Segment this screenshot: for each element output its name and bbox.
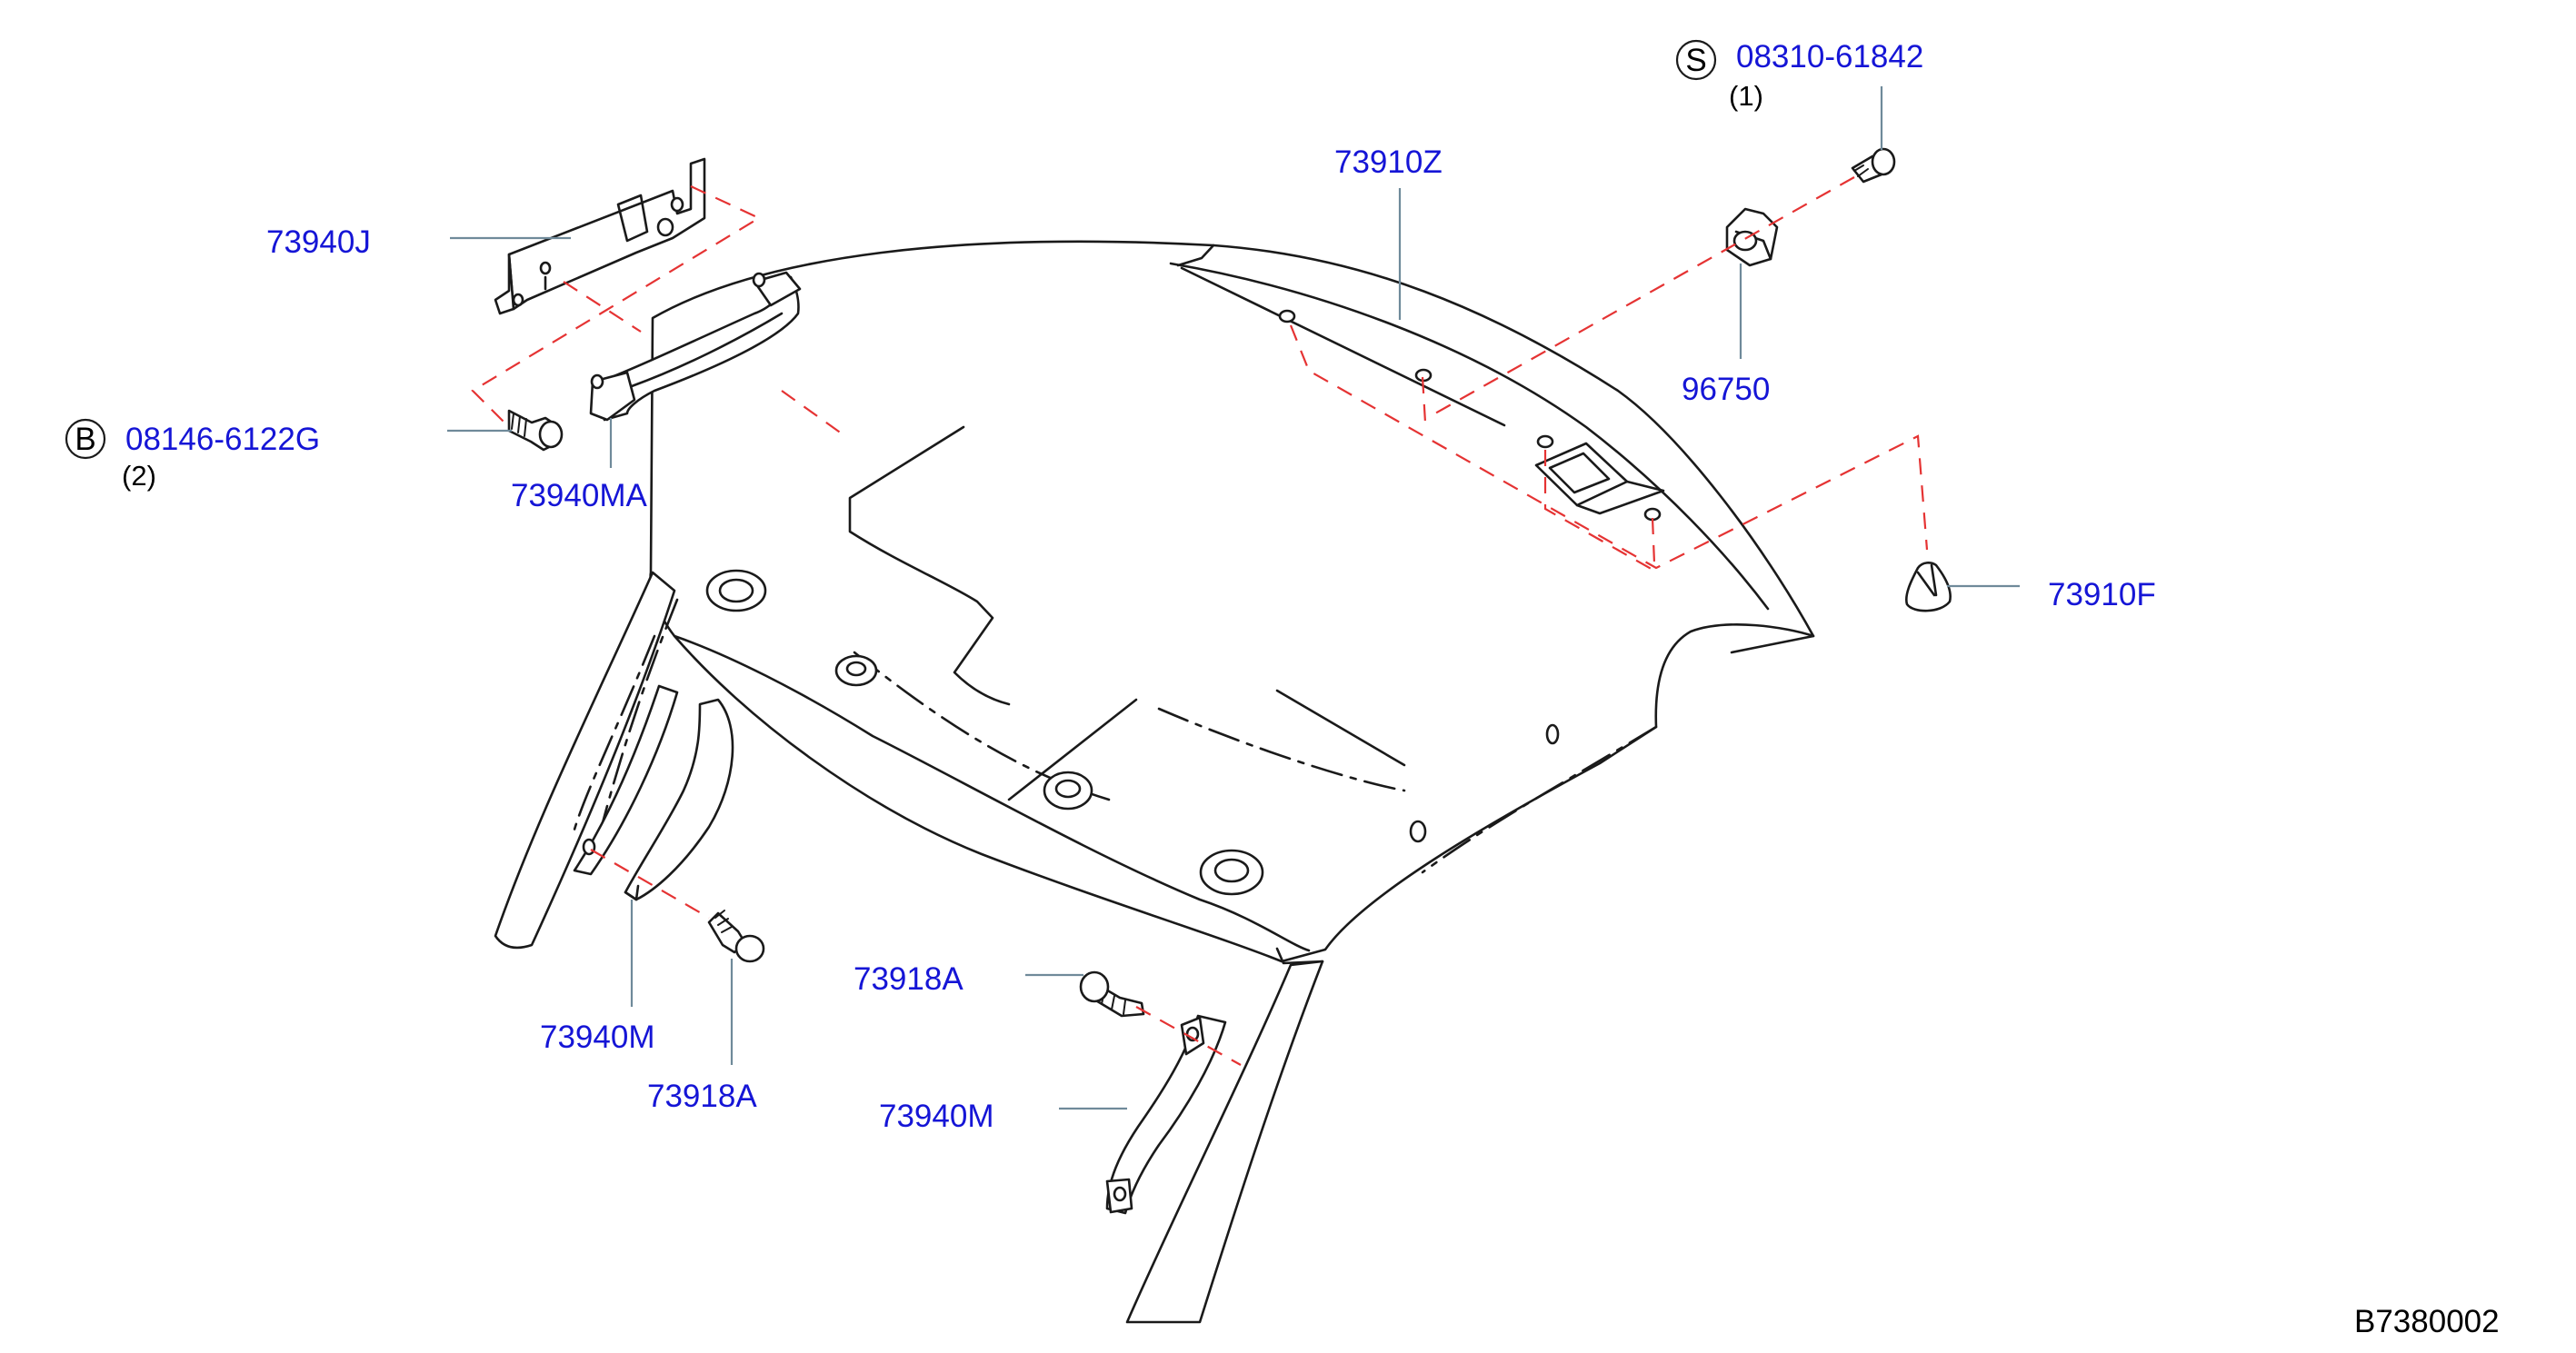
part-number-label: 73910F: [2048, 577, 2156, 612]
screw-73918a-left: [707, 910, 765, 963]
headliner-73910z: [649, 240, 1815, 965]
part-number-label: 73940MA: [511, 478, 647, 513]
callout-73940j[interactable]: 73940J: [266, 224, 371, 260]
part-number-label: 73940M: [879, 1099, 993, 1134]
front-grab-handle-73940ma: [589, 271, 802, 422]
screw-73918a-right: [1079, 970, 1145, 1018]
assist-grip-right: [1105, 1014, 1227, 1215]
callout-73918a-left[interactable]: 73918A: [647, 1079, 757, 1114]
standard-part-marker: [1675, 39, 1717, 81]
part-number-label: 73918A: [854, 961, 964, 997]
part-number-label: 73918A: [647, 1079, 757, 1114]
standard-part-prefix: B: [75, 422, 95, 457]
quantity-label: (1): [1729, 80, 1763, 112]
leader-lines: [447, 86, 2020, 1110]
callout-73940ma[interactable]: 73940MA: [511, 478, 647, 513]
part-number-label: 73940M: [540, 1020, 654, 1055]
clip-73910f: [1905, 562, 1952, 612]
part-number-label: 08310-61842: [1736, 39, 1923, 75]
callout-73940m-right[interactable]: 73940M: [879, 1099, 993, 1134]
assembly-lines: [471, 176, 1929, 1066]
clip-96750: [1725, 207, 1779, 267]
callout-96750[interactable]: 96750: [1682, 372, 1770, 407]
callout-73918a-right[interactable]: 73918A: [854, 961, 964, 997]
callout-73940m-left[interactable]: 73940M: [540, 1020, 654, 1055]
quantity-label: (2): [122, 460, 156, 492]
standard-part-marker: [65, 418, 106, 460]
callout-08310-61842[interactable]: S 08310-61842 (1): [1675, 39, 1923, 112]
callout-73910z[interactable]: 73910Z: [1334, 144, 1443, 180]
part-number-label: 73940J: [266, 224, 371, 260]
bolt-08146-6122g: [507, 409, 564, 452]
part-number-label: 96750: [1682, 372, 1770, 407]
part-number-label: 08146-6122G: [125, 422, 320, 457]
screw-08310-61842: [1851, 147, 1896, 184]
standard-part-prefix: S: [1685, 43, 1706, 78]
bracket-73940j: [494, 157, 706, 315]
callout-73910f[interactable]: 73910F: [2048, 577, 2156, 612]
callout-08146-6122g[interactable]: B 08146-6122G (2): [65, 418, 320, 492]
assist-grip-left: [573, 684, 734, 901]
drawing-id: B7380002: [2354, 1304, 2500, 1339]
part-number-label: 73910Z: [1334, 144, 1443, 180]
right-pillar-trim: [1125, 960, 1324, 1324]
